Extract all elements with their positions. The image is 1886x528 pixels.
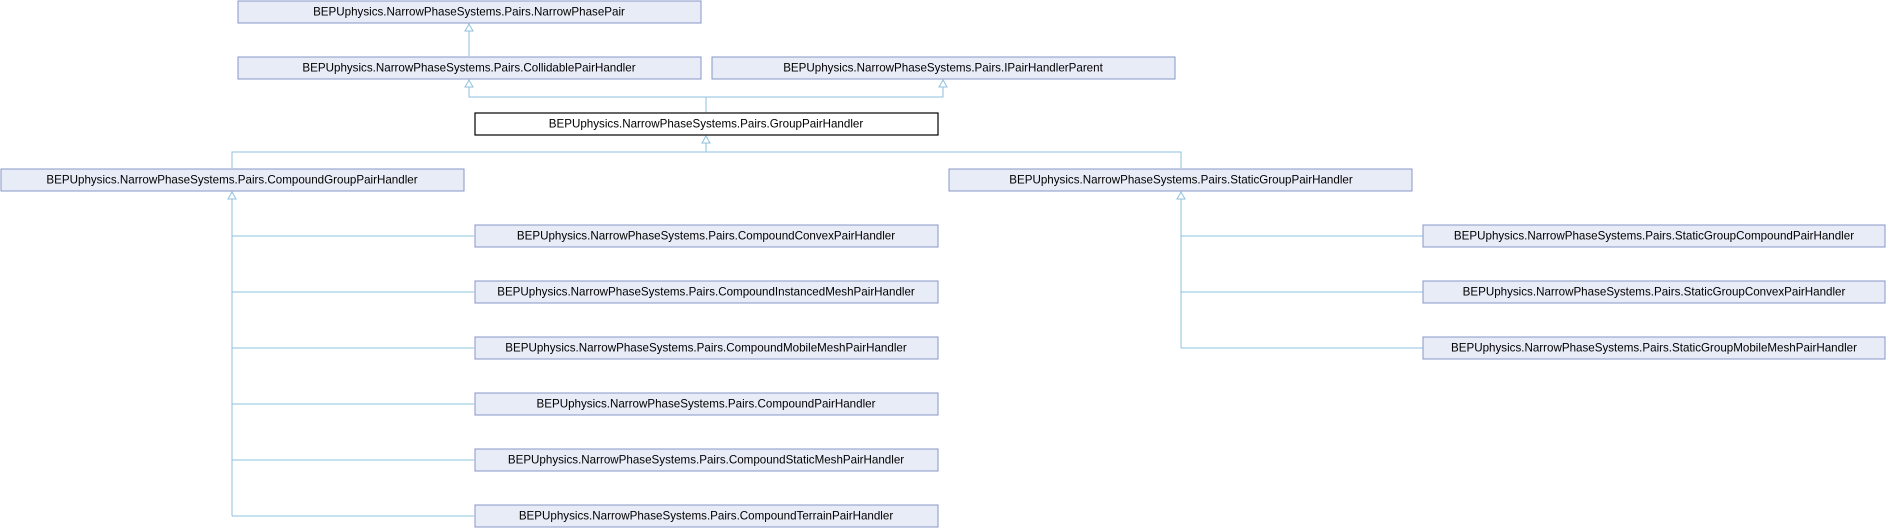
arrow-to-compoundgroup [227,190,237,200]
edge-compoundgroup-to-group [231,151,1182,168]
node-label: BEPUphysics.NarrowPhaseSystems.Pairs.Com… [519,510,894,523]
node-collidable-pair-handler[interactable]: BEPUphysics.NarrowPhaseSystems.Pairs.Col… [237,56,702,80]
node-static-group-compound-pair-handler[interactable]: BEPUphysics.NarrowPhaseSystems.Pairs.Sta… [1422,224,1886,248]
node-compound-terrain-pair-handler[interactable]: BEPUphysics.NarrowPhaseSystems.Pairs.Com… [474,504,939,528]
node-group-pair-handler[interactable]: BEPUphysics.NarrowPhaseSystems.Pairs.Gro… [474,112,939,136]
arrow-to-staticgroup [1176,190,1186,200]
node-label: BEPUphysics.NarrowPhaseSystems.Pairs.Com… [505,342,907,355]
node-compound-static-mesh-pair-handler[interactable]: BEPUphysics.NarrowPhaseSystems.Pairs.Com… [474,448,939,472]
node-label: BEPUphysics.NarrowPhaseSystems.Pairs.Col… [302,62,635,75]
node-label: BEPUphysics.NarrowPhaseSystems.Pairs.Nar… [313,6,625,19]
edge-group-to-ipairhandlerparent [706,86,944,98]
node-compound-group-pair-handler[interactable]: BEPUphysics.NarrowPhaseSystems.Pairs.Com… [0,168,465,192]
node-compound-mobile-mesh-pair-handler[interactable]: BEPUphysics.NarrowPhaseSystems.Pairs.Com… [474,336,939,360]
arrow-to-group [701,134,711,144]
node-compound-instanced-mesh-pair-handler[interactable]: BEPUphysics.NarrowPhaseSystems.Pairs.Com… [474,280,939,304]
node-label: BEPUphysics.NarrowPhaseSystems.Pairs.Sta… [1009,174,1353,187]
node-ipair-handler-parent[interactable]: BEPUphysics.NarrowPhaseSystems.Pairs.IPa… [711,56,1176,80]
node-compound-pair-handler[interactable]: BEPUphysics.NarrowPhaseSystems.Pairs.Com… [474,392,939,416]
arrow-to-narrowphasepair [464,22,474,32]
node-narrow-phase-pair[interactable]: BEPUphysics.NarrowPhaseSystems.Pairs.Nar… [237,0,702,24]
node-label: BEPUphysics.NarrowPhaseSystems.Pairs.Com… [497,286,915,299]
node-static-group-pair-handler[interactable]: BEPUphysics.NarrowPhaseSystems.Pairs.Sta… [948,168,1413,192]
node-label: BEPUphysics.NarrowPhaseSystems.Pairs.Sta… [1463,286,1846,299]
edges [227,22,1423,517]
node-label: BEPUphysics.NarrowPhaseSystems.Pairs.IPa… [783,62,1103,75]
node-static-group-mobile-mesh-pair-handler[interactable]: BEPUphysics.NarrowPhaseSystems.Pairs.Sta… [1422,336,1886,360]
arrow-to-collidable [464,78,474,88]
edge-group-to-collidable [468,86,707,112]
node-compound-convex-pair-handler[interactable]: BEPUphysics.NarrowPhaseSystems.Pairs.Com… [474,224,939,248]
node-label: BEPUphysics.NarrowPhaseSystems.Pairs.Sta… [1454,230,1854,243]
arrow-to-ipairhandlerparent [938,78,948,88]
node-label: BEPUphysics.NarrowPhaseSystems.Pairs.Com… [508,454,904,467]
node-label: BEPUphysics.NarrowPhaseSystems.Pairs.Gro… [549,118,864,131]
node-label: BEPUphysics.NarrowPhaseSystems.Pairs.Sta… [1451,342,1857,355]
node-label: BEPUphysics.NarrowPhaseSystems.Pairs.Com… [46,174,417,187]
node-static-group-convex-pair-handler[interactable]: BEPUphysics.NarrowPhaseSystems.Pairs.Sta… [1422,280,1886,304]
node-label: BEPUphysics.NarrowPhaseSystems.Pairs.Com… [537,398,876,411]
node-label: BEPUphysics.NarrowPhaseSystems.Pairs.Com… [517,230,895,243]
